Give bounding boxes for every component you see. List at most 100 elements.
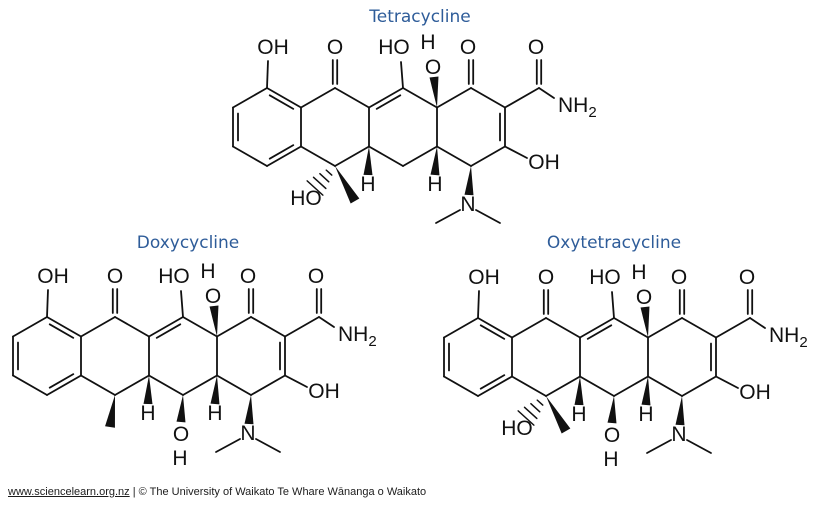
bond-line bbox=[538, 87, 555, 99]
bond-line bbox=[479, 324, 506, 340]
bond-line bbox=[266, 60, 269, 89]
molecule-title-tetracycline: Tetracycline bbox=[369, 7, 471, 27]
stereo-wedge bbox=[607, 396, 617, 424]
stereo-wedge bbox=[176, 395, 186, 423]
bond-line bbox=[523, 406, 538, 420]
bond-line bbox=[504, 145, 528, 159]
bond-line bbox=[479, 374, 506, 390]
attribution-link[interactable]: www.sciencelearn.org.nz bbox=[8, 486, 130, 498]
atom-label: OH bbox=[37, 265, 69, 288]
bond-line bbox=[268, 144, 295, 160]
atom-label: O bbox=[205, 285, 221, 308]
bond-line bbox=[545, 375, 581, 397]
bond-line bbox=[579, 317, 615, 339]
stereo-wedge bbox=[574, 376, 584, 406]
bond-line bbox=[435, 209, 461, 224]
bond-line bbox=[216, 316, 252, 338]
bond-line bbox=[312, 176, 327, 190]
atom-label: H bbox=[200, 260, 215, 283]
bond-line bbox=[475, 209, 501, 224]
molecule-title-doxycycline: Doxycycline bbox=[136, 233, 240, 253]
bond-line bbox=[715, 317, 751, 339]
stereo-wedge bbox=[210, 375, 220, 405]
atom-label: O bbox=[460, 36, 476, 59]
atom-label: O bbox=[636, 286, 652, 309]
stereo-wedge bbox=[429, 76, 439, 108]
atom-label: O bbox=[308, 265, 324, 288]
atom-label-amide-nh2: NH2 bbox=[558, 94, 597, 121]
bond-line bbox=[216, 374, 252, 396]
bond-line bbox=[586, 324, 613, 340]
bond-line bbox=[250, 374, 286, 396]
atom-label: O bbox=[739, 266, 755, 289]
atom-label: O bbox=[107, 265, 123, 288]
atom-label: H bbox=[631, 261, 646, 284]
bond-line bbox=[477, 375, 513, 397]
atom-label: H bbox=[360, 173, 375, 196]
stereo-wedge bbox=[363, 146, 373, 176]
bond-line bbox=[300, 145, 336, 167]
bond-line bbox=[232, 87, 268, 109]
atom-label: OH bbox=[739, 381, 771, 404]
bond-line bbox=[46, 374, 82, 396]
bond-line bbox=[48, 323, 75, 339]
stereo-wedge bbox=[209, 305, 219, 337]
bond-line bbox=[517, 410, 535, 426]
bond-line bbox=[715, 375, 739, 389]
bond-line bbox=[613, 375, 649, 397]
attribution-credit: © The University of Waikato Te Whare Wān… bbox=[138, 486, 427, 498]
bond-line bbox=[647, 375, 683, 397]
bond-line bbox=[80, 374, 116, 396]
atom-label-amide-nh2: NH2 bbox=[338, 323, 377, 350]
bond-line bbox=[334, 87, 370, 109]
bond-line bbox=[12, 316, 48, 338]
atom-label: HO bbox=[378, 36, 410, 59]
bond-line bbox=[470, 145, 506, 167]
atom-label: N bbox=[240, 422, 255, 445]
atom-label: O bbox=[528, 36, 544, 59]
stereo-wedge bbox=[430, 146, 440, 176]
atom-label: HO bbox=[158, 265, 190, 288]
bond-line bbox=[80, 316, 116, 338]
bond-line bbox=[443, 317, 479, 339]
bond-line bbox=[443, 375, 479, 397]
bond-line bbox=[436, 87, 472, 109]
atom-label: H bbox=[638, 403, 653, 426]
atom-label: OH bbox=[528, 151, 560, 174]
atom-label: O bbox=[538, 266, 554, 289]
bond-line bbox=[368, 87, 404, 109]
bond-line bbox=[470, 87, 506, 109]
bond-line bbox=[255, 438, 281, 453]
bond-line bbox=[284, 316, 320, 338]
stereo-wedge bbox=[641, 376, 651, 406]
bond-line bbox=[268, 94, 295, 110]
bond-line bbox=[504, 87, 540, 109]
attribution-separator: | bbox=[132, 486, 136, 498]
bond-line bbox=[266, 87, 302, 109]
bond-line bbox=[375, 94, 402, 110]
bond-line bbox=[46, 316, 82, 338]
atom-label: OH bbox=[468, 266, 500, 289]
bond-line bbox=[182, 374, 218, 396]
bond-line bbox=[325, 169, 333, 176]
stereo-wedge bbox=[143, 375, 153, 405]
bond-line bbox=[530, 402, 541, 413]
stereo-wedge bbox=[675, 396, 685, 426]
atom-label: H bbox=[420, 31, 435, 54]
atom-label: HO bbox=[290, 187, 322, 210]
bond-line bbox=[749, 317, 766, 329]
bond-line bbox=[511, 317, 547, 339]
bond-line bbox=[681, 317, 717, 339]
bond-line bbox=[300, 87, 336, 109]
atom-label: O bbox=[671, 266, 687, 289]
bond-line bbox=[266, 145, 302, 167]
bond-line bbox=[148, 316, 184, 338]
atom-label: O bbox=[173, 423, 189, 446]
bond-line bbox=[250, 316, 286, 338]
bond-line bbox=[215, 438, 241, 453]
bond-line bbox=[284, 374, 308, 388]
atom-label: H bbox=[140, 402, 155, 425]
